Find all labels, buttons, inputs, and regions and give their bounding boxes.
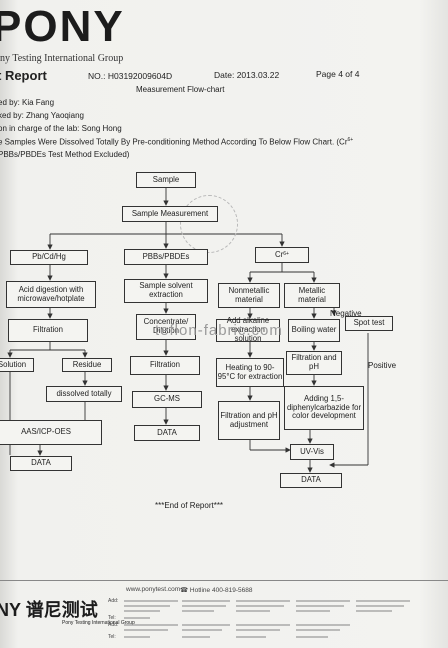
method-note-text: e Samples Were Dissolved Totally By Pre-… <box>0 137 348 147</box>
footer-tel-label-2: Tel: <box>108 634 116 640</box>
flow-uv-vis: UV-Vis <box>290 444 334 460</box>
flow-filtration-ph: Filtration and pH <box>286 351 342 375</box>
flow-nonmetallic: Nonmetallic material <box>218 283 280 308</box>
flow-spot-test: Spot test <box>345 316 393 331</box>
flow-data-cr: DATA <box>280 473 342 488</box>
end-of-report: ***End of Report*** <box>155 501 224 510</box>
flow-filtration-left: Filtration <box>8 319 88 342</box>
footer-chinese-name: 谱尼测试 <box>25 600 98 620</box>
method-note-line2: PBBs/PBDEs Test Method Excluded) <box>0 150 130 159</box>
report-no-label: NO.: <box>88 71 106 81</box>
footer-logo: NY 谱尼测试 <box>0 596 98 622</box>
report-date: Date: 2013.03.22 <box>214 70 279 80</box>
footer-add-label-2: Add: <box>108 622 119 628</box>
watermark: teflon-fabric.com <box>155 322 283 339</box>
method-note-sup: 6+ <box>347 137 354 143</box>
report-no-value: H03192009604D <box>107 71 173 81</box>
flow-data-pbb: DATA <box>134 425 200 441</box>
footer-website: www.ponytest.com <box>126 586 181 593</box>
flow-add-diphenylcarbazide: Adding 1,5-diphenylcarbazide for color d… <box>284 386 364 430</box>
flow-add-alkaline: Add alkaline extraction solution <box>216 316 280 343</box>
flow-pb-cd-hg: Pb/Cd/Hg <box>10 250 88 265</box>
group-name: ny Testing International Group <box>0 53 124 64</box>
footer-logo-ny: NY <box>0 600 21 620</box>
flow-gc-ms: GC-MS <box>132 391 202 408</box>
flow-sample: Sample <box>136 172 196 188</box>
lab-stamp <box>180 195 238 253</box>
checked-by: ked by: Zhang Yaoqiang <box>0 111 84 120</box>
tested-by: ed by: Kia Fang <box>0 98 55 107</box>
page-number: Page 4 of 4 <box>316 69 360 79</box>
flow-heating: Heating to 90-95°C for extraction <box>216 358 284 387</box>
flow-aas-icp-oes: AAS/ICP-OES <box>0 420 102 445</box>
pony-logo: PONY <box>0 2 125 51</box>
footer-hotline: ☎ Hotline 400-819-5688 <box>180 586 252 594</box>
method-note: e Samples Were Dissolved Totally By Pre-… <box>0 137 353 147</box>
flow-boiling-water: Boiling water <box>288 319 340 342</box>
footer-group-name: Pony Testing International Group <box>62 620 135 626</box>
footer-divider <box>0 580 448 581</box>
flow-cr-sup: 6+ <box>283 251 289 258</box>
date-label: Date: <box>214 70 235 80</box>
report-number: NO.: H03192009604D <box>88 71 172 81</box>
footer-tel-label-1: Tel: <box>108 615 116 621</box>
flow-cr-text: Cr <box>275 249 284 259</box>
flow-positive-label: Positive <box>368 361 397 370</box>
flowchart-subtitle: Measurement Flow-chart <box>136 85 225 94</box>
flow-negative-label: Negative <box>330 309 362 318</box>
flow-metallic: Metallic material <box>284 283 340 308</box>
flow-filtration-mid: Filtration <box>130 356 200 375</box>
footer-hotline-text: Hotline 400-819-5688 <box>189 587 253 594</box>
phone-icon: ☎ <box>180 587 189 594</box>
footer-add-label-1: Add: <box>108 598 119 604</box>
flow-acid-digestion: Acid digestion with microwave/hotplate <box>6 281 96 308</box>
flow-solvent-extraction: Sample solvent extraction <box>124 279 208 303</box>
report-title: t Report <box>0 68 47 83</box>
flow-concentrate-dilution: Concentrate/ Dilution <box>136 314 196 340</box>
flow-sample-measurement: Sample Measurement <box>122 206 218 222</box>
date-value: 2013.03.22 <box>236 70 280 80</box>
flow-filtration-ph-adjustment: Filtration and pH adjustment <box>218 401 280 440</box>
lab-in-charge: on in charge of the lab: Song Hong <box>0 124 122 133</box>
flow-pbbs-pbdes: PBBs/PBDEs <box>124 249 208 265</box>
flow-data-pb: DATA <box>10 456 72 471</box>
flow-dissolved-totally: dissolved totally <box>46 386 122 402</box>
flow-solution: Solution <box>0 358 34 372</box>
flow-residue: Residue <box>62 358 112 372</box>
